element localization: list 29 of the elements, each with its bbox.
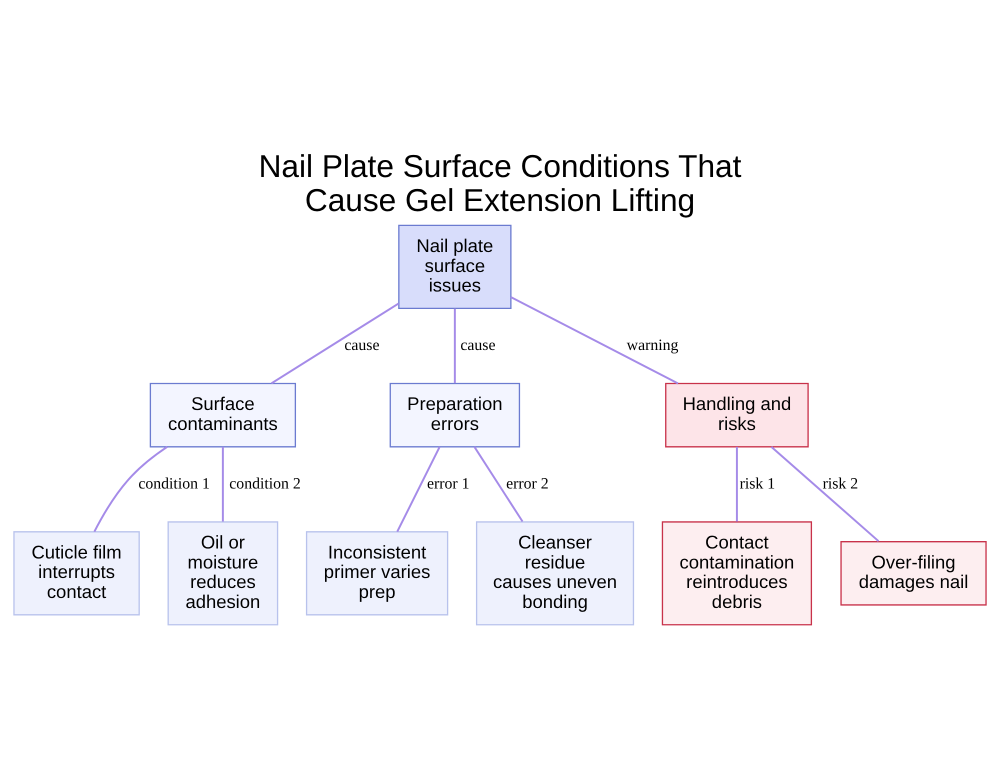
edge-label: risk 2: [822, 474, 858, 492]
edge-label: cause: [344, 336, 380, 354]
connector: [396, 446, 441, 532]
connector: [454, 308, 456, 383]
node-box: Preparation errors: [390, 382, 520, 447]
edge-label: error 2: [506, 474, 549, 492]
node-box: Contact contamination reintroduces debris: [662, 520, 812, 625]
node-box: Oil or moisture reduces adhesion: [168, 520, 278, 625]
connector: [93, 446, 168, 532]
connector: [736, 446, 738, 522]
node-box: Cuticle film interrupts contact: [13, 530, 140, 615]
node-box: Surface contaminants: [150, 382, 296, 447]
node-box: Nail plate surface issues: [398, 224, 512, 309]
edge-label: cause: [460, 336, 496, 354]
edge-label: risk 1: [740, 474, 776, 492]
connector: [222, 446, 224, 522]
diagram-title: Nail Plate Surface Conditions That Cause Gel Extension Lifting: [258, 147, 742, 218]
edge-label: warning: [626, 336, 678, 354]
connector: [474, 446, 524, 522]
connector: [510, 296, 678, 384]
edge-label: condition 2: [229, 474, 301, 492]
connector: [270, 302, 400, 384]
node-box: Handling and risks: [665, 382, 809, 447]
node-box: Over-filing damages nail: [840, 540, 987, 606]
edge-label: condition 1: [138, 474, 210, 492]
node-box: Cleanser residue causes uneven bonding: [476, 520, 634, 625]
connector: [770, 446, 880, 542]
edge-label: error 1: [426, 474, 470, 492]
node-box: Inconsistent primer varies prep: [306, 530, 448, 615]
